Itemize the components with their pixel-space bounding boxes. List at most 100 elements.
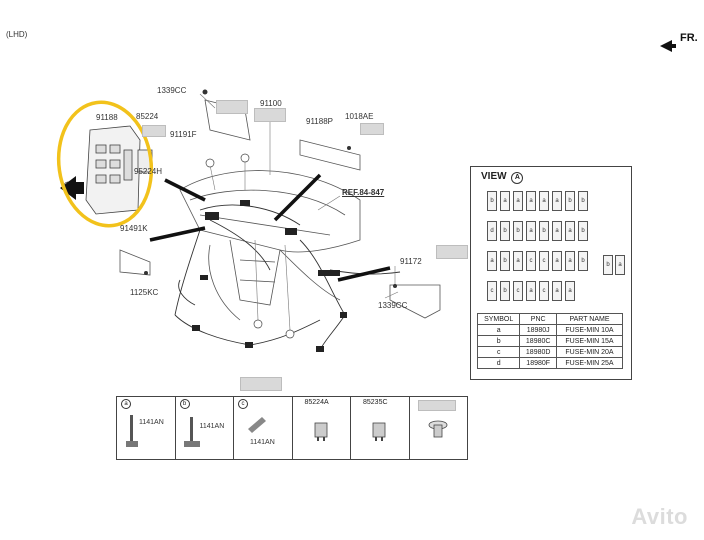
- redacted-label-box: [142, 125, 166, 137]
- legend-cell-85224a: 85224A: [293, 397, 351, 459]
- bracket-left: [119, 249, 151, 276]
- legend-head: a: [121, 399, 133, 409]
- wire-harness: [174, 204, 401, 351]
- fuse-slot: a: [513, 191, 523, 211]
- fuse-slot: a: [526, 221, 536, 241]
- legend-symbol: c: [238, 399, 248, 409]
- legend-head: 85235C: [363, 399, 388, 406]
- bolt-icon: [183, 417, 200, 447]
- bolts: [144, 89, 397, 288]
- redacted-label-box: [216, 100, 248, 114]
- watermark: Avito: [631, 504, 688, 529]
- table-cell: d: [476, 357, 521, 369]
- table-cell: a: [476, 324, 521, 336]
- callout-91188p: 91188P: [306, 117, 333, 126]
- view-title-text: VIEW: [481, 171, 507, 182]
- fuse-slot: b: [500, 251, 510, 271]
- table-cell: b: [476, 335, 521, 347]
- redacted-label-box: [240, 377, 282, 391]
- fuse-slot: c: [539, 251, 549, 271]
- table-cell: FUSE-MIN 15A: [555, 335, 624, 347]
- redacted-label-box: [436, 245, 468, 259]
- fuse-slot: b: [578, 221, 588, 241]
- legend-cell-blank: [410, 397, 468, 459]
- redacted-label-box: [254, 108, 286, 122]
- callout-1339cc-top: 1339CC: [157, 86, 187, 95]
- fuse-slot: a: [565, 251, 575, 271]
- bracket-top-right: [299, 139, 361, 171]
- callout-85224: 85224: [136, 112, 159, 121]
- view-title: VIEW A: [481, 171, 525, 184]
- front-label: FR.: [680, 32, 698, 44]
- callout-95224h: 95224H: [134, 167, 163, 176]
- table-cell: 18980J: [519, 324, 557, 336]
- fuse-slot: c: [539, 281, 549, 301]
- table-cell: 18980D: [519, 346, 557, 358]
- fuse-slot: b: [500, 281, 510, 301]
- highlight-ring: [56, 100, 154, 228]
- fuse-slot: a: [539, 191, 549, 211]
- legend-part: 1141AN: [139, 419, 164, 426]
- fuse-slot: a: [500, 191, 510, 211]
- callout-91191f: 91191F: [170, 130, 197, 139]
- legend-cell-85235c: 85235C: [351, 397, 410, 459]
- front-arrow-icon: [660, 40, 676, 52]
- legend-symbol: a: [121, 399, 131, 409]
- callout-1018ae: 1018AE: [345, 112, 374, 121]
- parts-legend: a 1141AN b 1141AN c 1141AN 85224A 85235C: [116, 396, 468, 460]
- fuse-slot: c: [526, 251, 536, 271]
- pointer-arrows: [149, 173, 391, 282]
- fuse-slot: a: [552, 251, 562, 271]
- fuse-slot: b: [539, 221, 549, 241]
- legend-symbol: b: [179, 399, 190, 409]
- legend-part: 1141AN: [250, 439, 275, 446]
- fuse-symbol-table: SYMBOL PNC PART NAME a 18980J FUSE-MIN 1…: [476, 313, 624, 369]
- table-row: b 18980C FUSE-MIN 15A: [476, 335, 624, 347]
- clip-icon: [248, 417, 266, 433]
- callout-91188: 91188: [96, 113, 118, 122]
- table-cell: 18980C: [519, 335, 557, 347]
- grommet-icon: [428, 420, 447, 438]
- relay-icon: [372, 422, 386, 441]
- table-row: c 18980D FUSE-MIN 20A: [476, 346, 624, 358]
- bolt-icon: [126, 415, 138, 447]
- fuse-slot: b: [578, 191, 588, 211]
- table-header-row: SYMBOL PNC PART NAME: [476, 313, 624, 325]
- bracket-right: [389, 284, 441, 319]
- table-header: SYMBOL: [476, 313, 521, 325]
- table-cell: FUSE-MIN 10A: [555, 324, 624, 336]
- fuse-slot: b: [500, 221, 510, 241]
- legend-head: 85224A: [304, 399, 329, 406]
- callout-1339cc-right: 1339CC: [378, 301, 408, 310]
- table-header: PART NAME: [555, 313, 624, 325]
- fuse-slot: c: [487, 281, 497, 301]
- table-header: PNC: [519, 313, 557, 325]
- legend-cell-b: b 1141AN: [176, 397, 234, 459]
- variant-label: (LHD): [6, 30, 28, 39]
- view-symbol: A: [511, 172, 524, 184]
- fuse-slot: b: [603, 255, 613, 275]
- fuse-slot: a: [552, 281, 562, 301]
- fuse-slot: a: [565, 221, 575, 241]
- callout-91100: 91100: [260, 99, 282, 108]
- callout-91172: 91172: [400, 257, 422, 266]
- fuse-slot: d: [487, 221, 497, 241]
- redacted-label-box: [360, 123, 384, 135]
- fuse-slot: a: [487, 251, 497, 271]
- relay-icon: [314, 422, 327, 441]
- fuse-slot: a: [526, 191, 536, 211]
- table-row: a 18980J FUSE-MIN 10A: [476, 324, 624, 336]
- callout-1125kc: 1125KC: [130, 288, 159, 297]
- fuse-slot: b: [513, 221, 523, 241]
- instrument-panel: [119, 99, 441, 321]
- callout-91491k: 91491K: [120, 224, 148, 233]
- fuse-slot: a: [552, 191, 562, 211]
- fuse-slot: b: [578, 251, 588, 271]
- redacted-label-box: [417, 400, 456, 411]
- legend-cell-a: a 1141AN: [117, 397, 176, 459]
- fuse-slot: a: [615, 255, 625, 275]
- fuse-slot: a: [552, 221, 562, 241]
- table-cell: c: [476, 346, 521, 358]
- fuse-slot: a: [513, 251, 523, 271]
